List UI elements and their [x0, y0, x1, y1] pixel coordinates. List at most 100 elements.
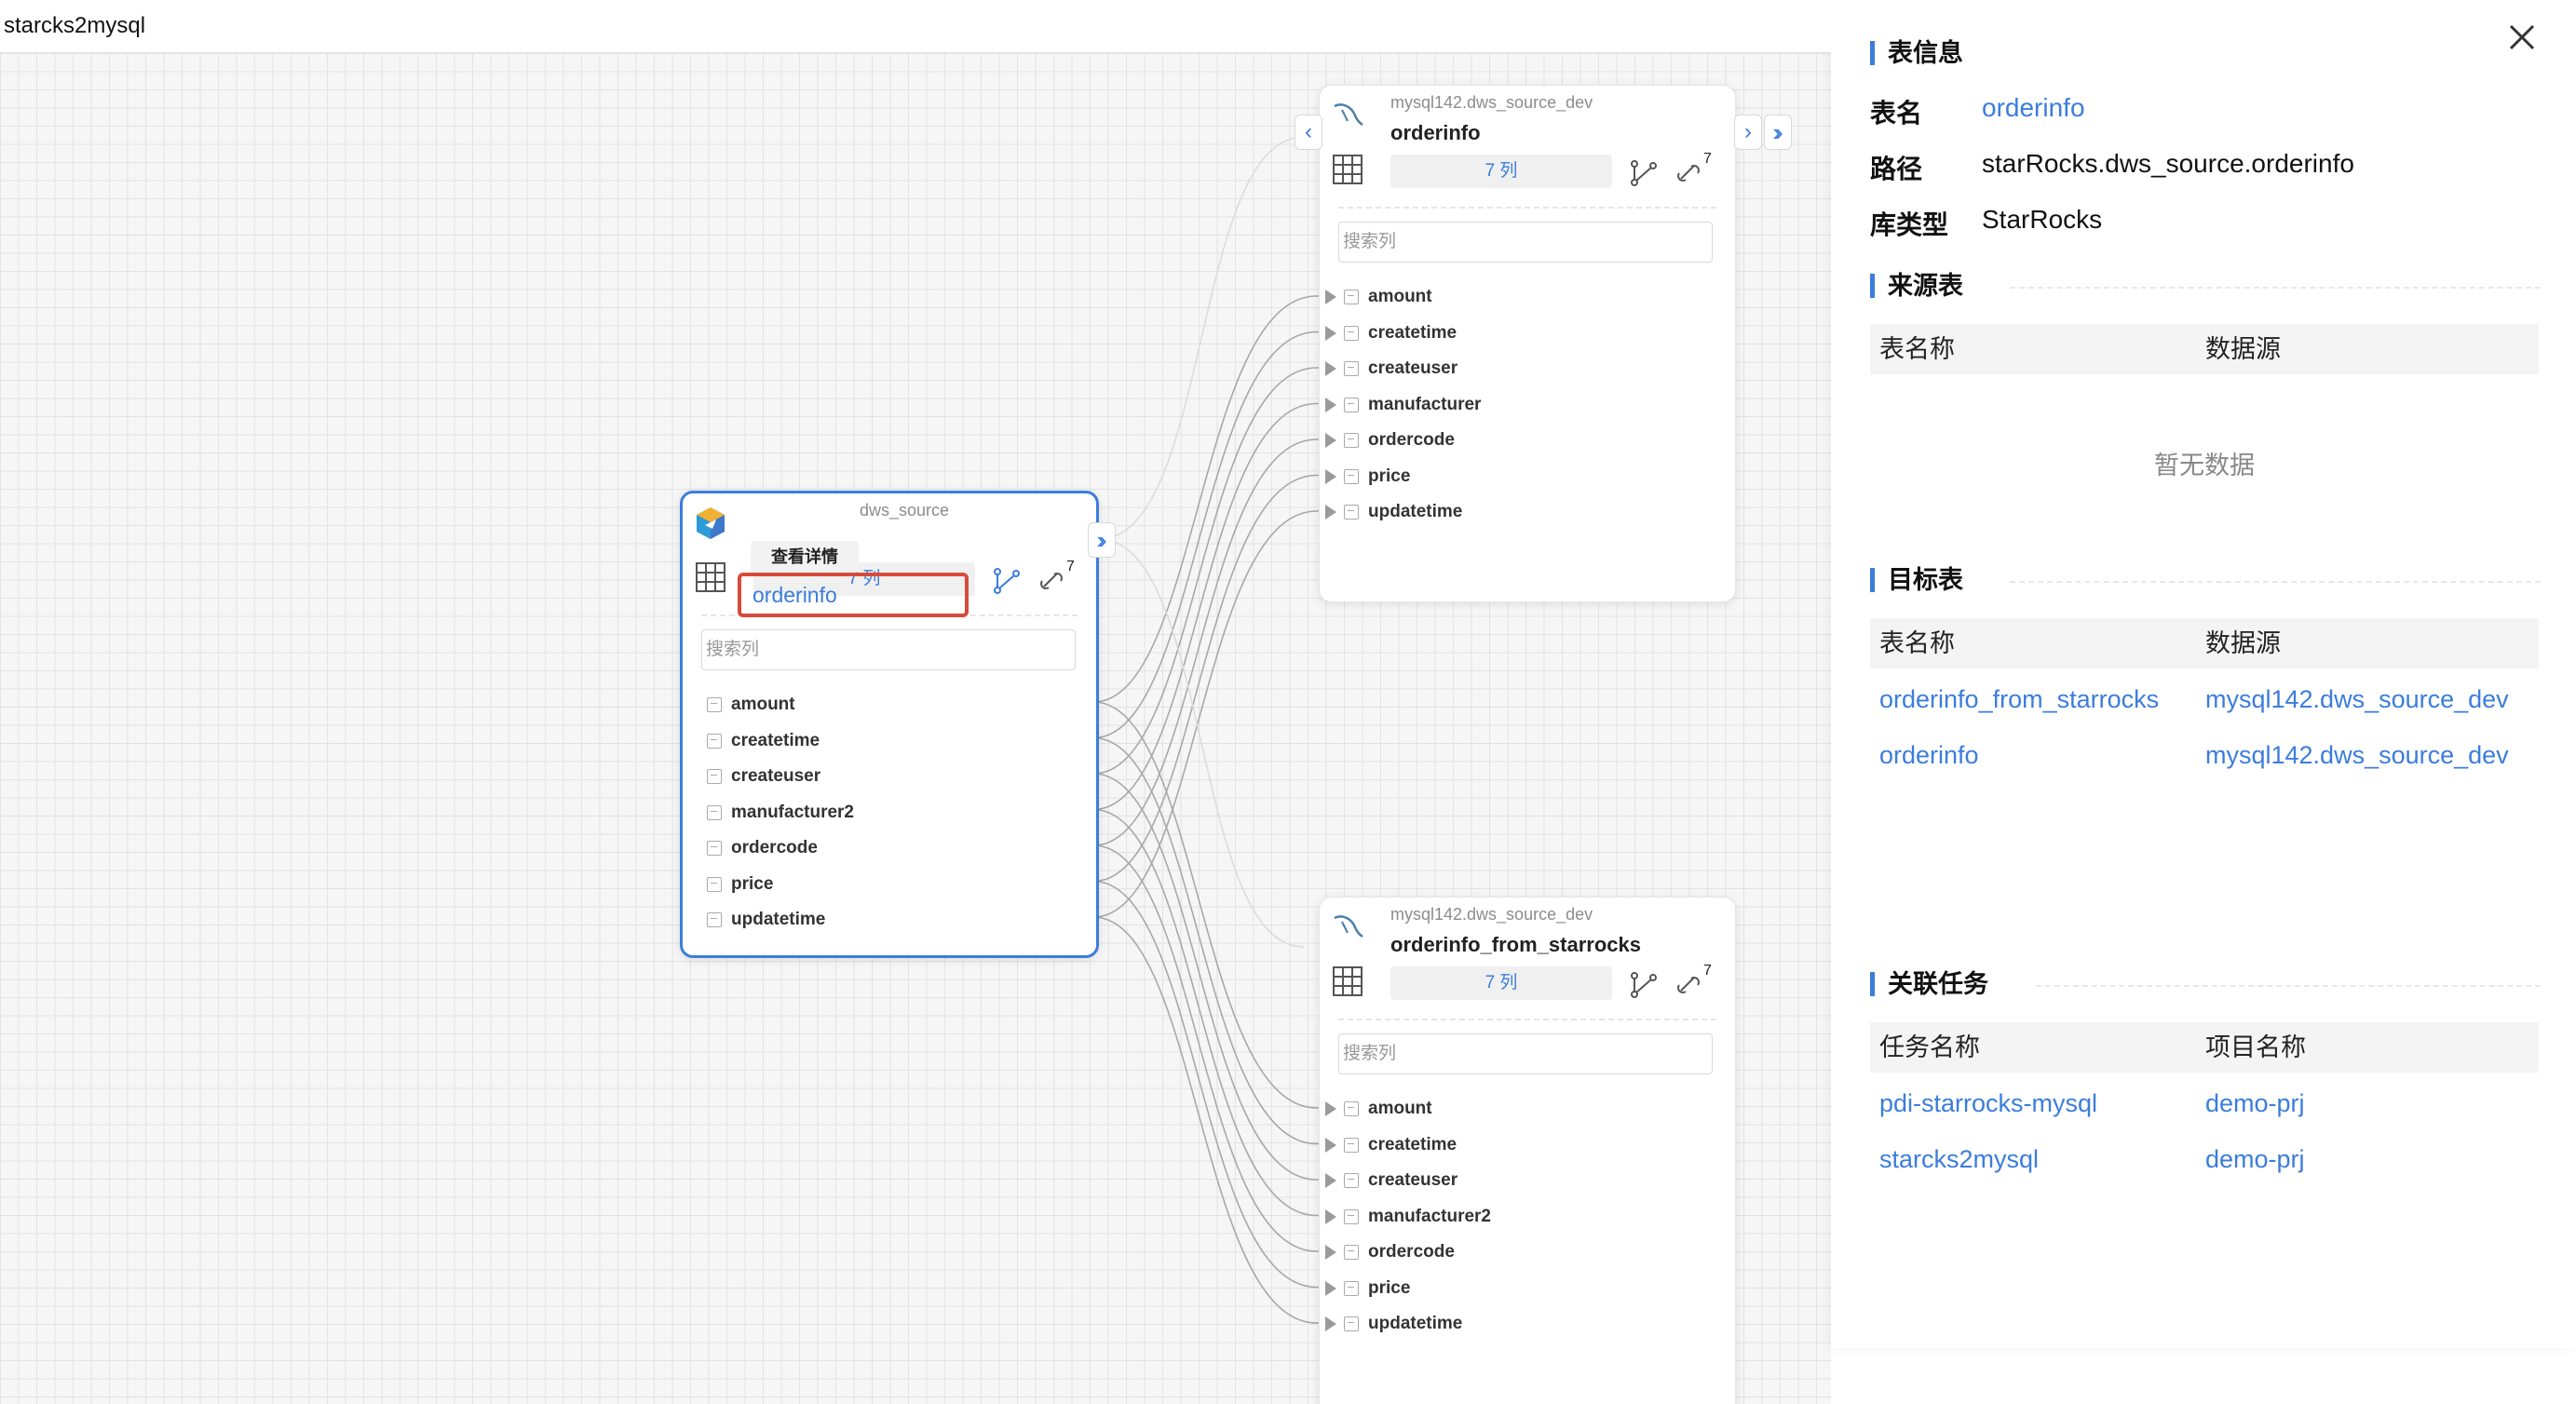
path-value: starRocks.dws_source.orderinfo	[1982, 149, 2354, 178]
column-input-arrow-icon	[1325, 1137, 1336, 1153]
column-item[interactable]: amount	[1325, 1091, 1716, 1127]
column-item[interactable]: amount	[1325, 279, 1716, 316]
column-field-icon	[1344, 361, 1359, 377]
target-table-name-link[interactable]: orderinfo_from_starrocks	[1879, 685, 2160, 713]
column-count-badge[interactable]: 7 列	[1390, 155, 1612, 188]
column-name: createtime	[1368, 1134, 1457, 1154]
column-name: updatetime	[1368, 502, 1463, 522]
column-item[interactable]: amount	[701, 687, 1092, 723]
column-item[interactable]: manufacturer	[1325, 387, 1716, 424]
column-item[interactable]: updatetime	[1325, 494, 1716, 531]
column-search-input[interactable]: 搜索列	[1338, 222, 1713, 263]
task-name-link[interactable]: pdi-starrocks-mysql	[1879, 1089, 2098, 1117]
expand-all-downstream-button[interactable]: ››	[1088, 522, 1116, 558]
table-name-key: 表名	[1870, 99, 1923, 128]
column-item[interactable]: ordercode	[701, 830, 1092, 867]
column-field-icon	[1344, 1137, 1359, 1153]
column-item[interactable]: ordercode	[1325, 423, 1716, 459]
lineage-branch-icon[interactable]	[1629, 158, 1659, 188]
column-field-icon	[1344, 1101, 1359, 1117]
column-item[interactable]: createuser	[701, 759, 1092, 795]
top-bar: starcks2mysql	[0, 0, 1831, 53]
table-row[interactable]: starcks2mysql demo-prj	[1870, 1145, 2539, 1182]
link-icon[interactable]	[1037, 566, 1066, 596]
target-tables-header: 表名称 数据源	[1870, 618, 2539, 668]
column-lineage-edge	[1071, 773, 1326, 1181]
column-field-icon	[1344, 325, 1359, 341]
column-item[interactable]: createuser	[1325, 351, 1716, 387]
table-row[interactable]: pdi-starrocks-mysql demo-prj	[1870, 1089, 2539, 1127]
section-title-related-tasks: 关联任务	[1870, 972, 1988, 997]
column-lineage-edge	[1071, 295, 1326, 703]
column-item[interactable]: createtime	[1325, 1127, 1716, 1164]
column-input-arrow-icon	[1325, 468, 1336, 484]
expand-downstream-button[interactable]: ›	[1734, 115, 1762, 150]
view-details-tooltip: 查看详情	[751, 541, 859, 573]
close-icon[interactable]	[2505, 20, 2539, 54]
table-grid-icon	[696, 562, 725, 592]
column-item[interactable]: price	[701, 867, 1092, 903]
column-field-icon	[707, 876, 722, 892]
column-item[interactable]: createuser	[1325, 1163, 1716, 1199]
table-lineage-edge	[1098, 538, 1305, 948]
lineage-branch-icon[interactable]	[1629, 970, 1659, 1000]
column-input-arrow-icon	[1325, 1208, 1336, 1224]
column-item[interactable]: updatetime	[1325, 1306, 1716, 1343]
column-name: ordercode	[1368, 430, 1455, 451]
starrocks-logo-icon	[697, 507, 725, 539]
column-item[interactable]: manufacturer2	[701, 795, 1092, 831]
target-datasource-link[interactable]: mysql142.dws_source_dev	[2205, 741, 2509, 769]
target-table-node-orderinfo-from-starrocks[interactable]: mysql142.dws_source_dev orderinfo_from_s…	[1319, 897, 1736, 1404]
column-count-badge[interactable]: 7 列	[1390, 966, 1612, 1000]
column-name: ordercode	[1368, 1242, 1455, 1262]
expand-all-downstream-button[interactable]: ››	[1764, 115, 1792, 150]
db-type-key: 库类型	[1870, 210, 1949, 239]
column-item[interactable]: updatetime	[701, 902, 1092, 938]
column-field-icon	[707, 697, 722, 713]
table-name-value[interactable]: orderinfo	[1982, 93, 2085, 122]
table-row[interactable]: orderinfo mysql142.dws_source_dev	[1870, 741, 2539, 778]
column-search-input[interactable]: 搜索列	[701, 629, 1076, 670]
column-lineage-edge	[1071, 701, 1326, 1109]
link-icon[interactable]	[1674, 970, 1703, 1000]
column-item[interactable]: createtime	[1325, 316, 1716, 352]
table-name[interactable]: orderinfo_from_starrocks	[1390, 933, 1641, 956]
datasource-label: mysql142.dws_source_dev	[1390, 93, 1593, 112]
column-item[interactable]: ordercode	[1325, 1235, 1716, 1271]
source-tables-header: 表名称 数据源	[1870, 324, 2539, 374]
column-lineage-edge	[1071, 474, 1326, 883]
link-icon[interactable]	[1674, 158, 1703, 188]
target-datasource-link[interactable]: mysql142.dws_source_dev	[2205, 685, 2509, 713]
table-row[interactable]: orderinfo_from_starrocks mysql142.dws_so…	[1870, 685, 2539, 722]
task-name-link[interactable]: starcks2mysql	[1879, 1145, 2040, 1173]
column-field-icon	[1344, 1280, 1359, 1296]
column-item[interactable]: createtime	[701, 723, 1092, 760]
lineage-branch-icon[interactable]	[992, 566, 1022, 596]
column-input-arrow-icon	[1325, 1316, 1336, 1332]
column-item[interactable]: price	[1325, 459, 1716, 495]
column-search-input[interactable]: 搜索列	[1338, 1033, 1713, 1074]
column-name: price	[1368, 1277, 1411, 1298]
table-name[interactable]: orderinfo	[1390, 121, 1481, 144]
link-count: 7	[1703, 963, 1712, 979]
column-item[interactable]: price	[1325, 1271, 1716, 1307]
expand-upstream-button[interactable]: ‹	[1295, 115, 1322, 150]
target-table-name-link[interactable]: orderinfo	[1879, 741, 1979, 769]
lineage-canvas[interactable]: mysql142.dws_source_dev orderinfo 7 列 7 …	[0, 53, 1831, 1404]
project-name-link[interactable]: demo-prj	[2205, 1145, 2305, 1173]
column-name: amount	[731, 695, 795, 715]
project-name-link[interactable]: demo-prj	[2205, 1089, 2305, 1117]
column-field-icon	[1344, 468, 1359, 484]
column-input-arrow-icon	[1325, 290, 1336, 305]
column-name: createtime	[1368, 322, 1457, 343]
target-table-node-orderinfo[interactable]: mysql142.dws_source_dev orderinfo 7 列 7 …	[1319, 85, 1736, 602]
table-grid-icon	[1333, 966, 1363, 996]
datasource-label: dws_source	[860, 501, 950, 520]
section-title-target-tables: 目标表	[1870, 568, 1963, 593]
selected-table-name[interactable]: orderinfo	[752, 583, 837, 607]
column-lineage-edge	[1071, 844, 1326, 1252]
link-count: 7	[1066, 559, 1075, 574]
column-item[interactable]: manufacturer2	[1325, 1199, 1716, 1235]
